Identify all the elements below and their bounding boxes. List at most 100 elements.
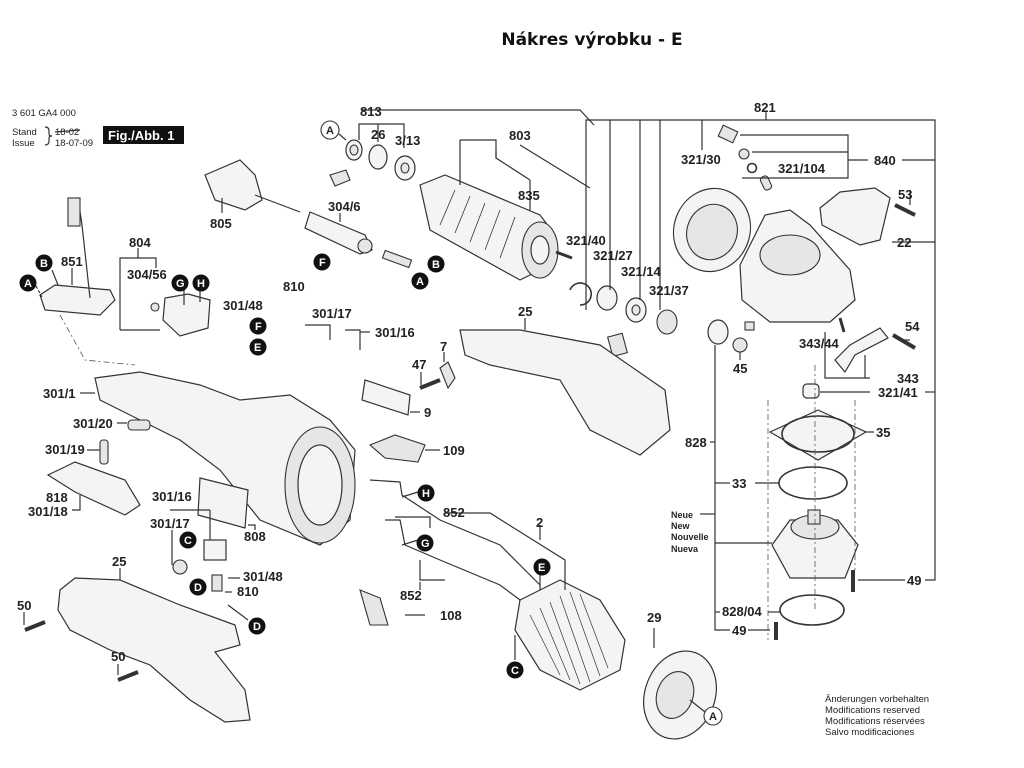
label-7: 7 xyxy=(440,339,447,354)
svg-text:A: A xyxy=(416,276,424,288)
label-301-20: 301/20 xyxy=(73,416,113,431)
label-835: 835 xyxy=(518,188,540,203)
marker-d-wire: D xyxy=(248,617,266,635)
part-818-slider xyxy=(46,461,141,516)
label-301-48-bottom: 301/48 xyxy=(243,569,283,584)
marker-a-left: A xyxy=(19,274,37,292)
motor-housing xyxy=(46,329,671,592)
footer-line-fr: Modifications réservées xyxy=(825,716,925,727)
svg-text:F: F xyxy=(319,257,326,269)
wire-h xyxy=(369,479,541,586)
label-321-30: 321/30 xyxy=(681,152,721,167)
part-810-brush xyxy=(211,574,223,592)
stand-value: 18-02 xyxy=(55,127,79,138)
armature-assembly xyxy=(329,139,573,281)
part-26 xyxy=(368,144,388,170)
label-803: 803 xyxy=(509,128,531,143)
part-50-screw-a xyxy=(24,620,46,632)
svg-text:G: G xyxy=(421,538,430,550)
part-25-handle-upper xyxy=(459,329,671,456)
marker-a-outline-top: A xyxy=(320,120,340,140)
label-29: 29 xyxy=(647,610,661,625)
part-33-oring xyxy=(778,466,848,500)
svg-text:G: G xyxy=(176,278,185,290)
label-321-41: 321/41 xyxy=(878,385,918,400)
part-7 xyxy=(439,361,456,390)
note-neue: Neue xyxy=(671,510,693,520)
part-828-04-oring xyxy=(779,594,845,626)
label-9: 9 xyxy=(424,405,431,420)
label-26: 26 xyxy=(371,127,385,142)
label-828-04: 828/04 xyxy=(722,604,763,619)
label-301-17-bottom: 301/17 xyxy=(150,516,190,531)
new-part-note: Neue New Nouvelle Nueva xyxy=(671,510,709,554)
part-304-56 xyxy=(150,302,160,312)
marker-a-outline-bottom: A xyxy=(703,706,723,726)
label-109: 109 xyxy=(443,443,465,458)
part-321-41 xyxy=(802,383,820,399)
label-50-a: 50 xyxy=(17,598,31,613)
leaders-motor xyxy=(72,318,526,593)
marker-h-top: H xyxy=(192,274,210,292)
part-321-37 xyxy=(656,309,678,335)
label-852-a: 852 xyxy=(443,505,465,520)
part-54-screw xyxy=(891,333,917,350)
marker-f-top: F xyxy=(313,253,331,271)
part-2-field-coil xyxy=(514,579,626,691)
note-new: New xyxy=(671,521,691,531)
label-304-56: 304/56 xyxy=(127,267,167,282)
part-45 xyxy=(732,337,748,353)
label-25-lower: 25 xyxy=(112,554,126,569)
issue-value: 18-07-09 xyxy=(55,138,93,149)
label-35: 35 xyxy=(876,425,890,440)
svg-text:B: B xyxy=(432,259,440,271)
svg-text:H: H xyxy=(197,278,205,290)
label-49-bottom: 49 xyxy=(732,623,746,638)
part-321-27 xyxy=(596,285,618,311)
part-343-lever xyxy=(834,327,889,374)
label-343-44: 343/44 xyxy=(799,336,840,351)
label-49-right: 49 xyxy=(907,573,921,588)
part-47-screw xyxy=(419,378,441,390)
part-9-label xyxy=(361,379,411,416)
label-50-b: 50 xyxy=(111,649,125,664)
label-805: 805 xyxy=(210,216,232,231)
label-54: 54 xyxy=(905,319,920,334)
footer-notice: Änderungen vorbehalten Modifications res… xyxy=(825,694,929,738)
switch-assembly xyxy=(39,159,413,337)
marker-b-left: B xyxy=(35,254,53,272)
part-brush-strip xyxy=(381,249,413,269)
part-301-20-spring xyxy=(127,419,151,431)
label-25-upper: 25 xyxy=(518,304,532,319)
part-321-104-oring xyxy=(746,162,758,174)
marker-c-coil: C xyxy=(506,661,524,679)
svg-text:H: H xyxy=(422,488,430,500)
part-switch-box xyxy=(162,293,211,337)
svg-text:C: C xyxy=(511,665,519,677)
part-301-16-switch xyxy=(203,539,227,561)
marker-a-armature: A xyxy=(411,272,429,290)
label-828: 828 xyxy=(685,435,707,450)
marker-c-switch: C xyxy=(179,531,197,549)
svg-text:C: C xyxy=(184,535,192,547)
note-nueva: Nueva xyxy=(671,544,699,554)
part-840-lock xyxy=(717,124,739,144)
leaders-wires xyxy=(395,491,566,616)
part-filter xyxy=(606,332,628,358)
label-301-48-top: 301/48 xyxy=(223,298,263,313)
svg-text:D: D xyxy=(253,621,261,633)
label-304-6: 304/6 xyxy=(328,199,361,214)
label-852-b: 852 xyxy=(400,588,422,603)
leaders-left-top xyxy=(35,198,341,366)
stand-label: Stand xyxy=(12,127,37,138)
figure-label: Fig./Abb. 1 xyxy=(108,128,174,143)
marker-h-wire: H xyxy=(417,484,435,502)
marker-g-top: G xyxy=(171,274,189,292)
part-50-screw-b xyxy=(117,670,139,682)
label-840: 840 xyxy=(874,153,896,168)
leaders-right xyxy=(585,112,936,631)
label-301-19: 301/19 xyxy=(45,442,85,457)
svg-text:E: E xyxy=(538,562,545,574)
label-821: 821 xyxy=(754,100,776,115)
